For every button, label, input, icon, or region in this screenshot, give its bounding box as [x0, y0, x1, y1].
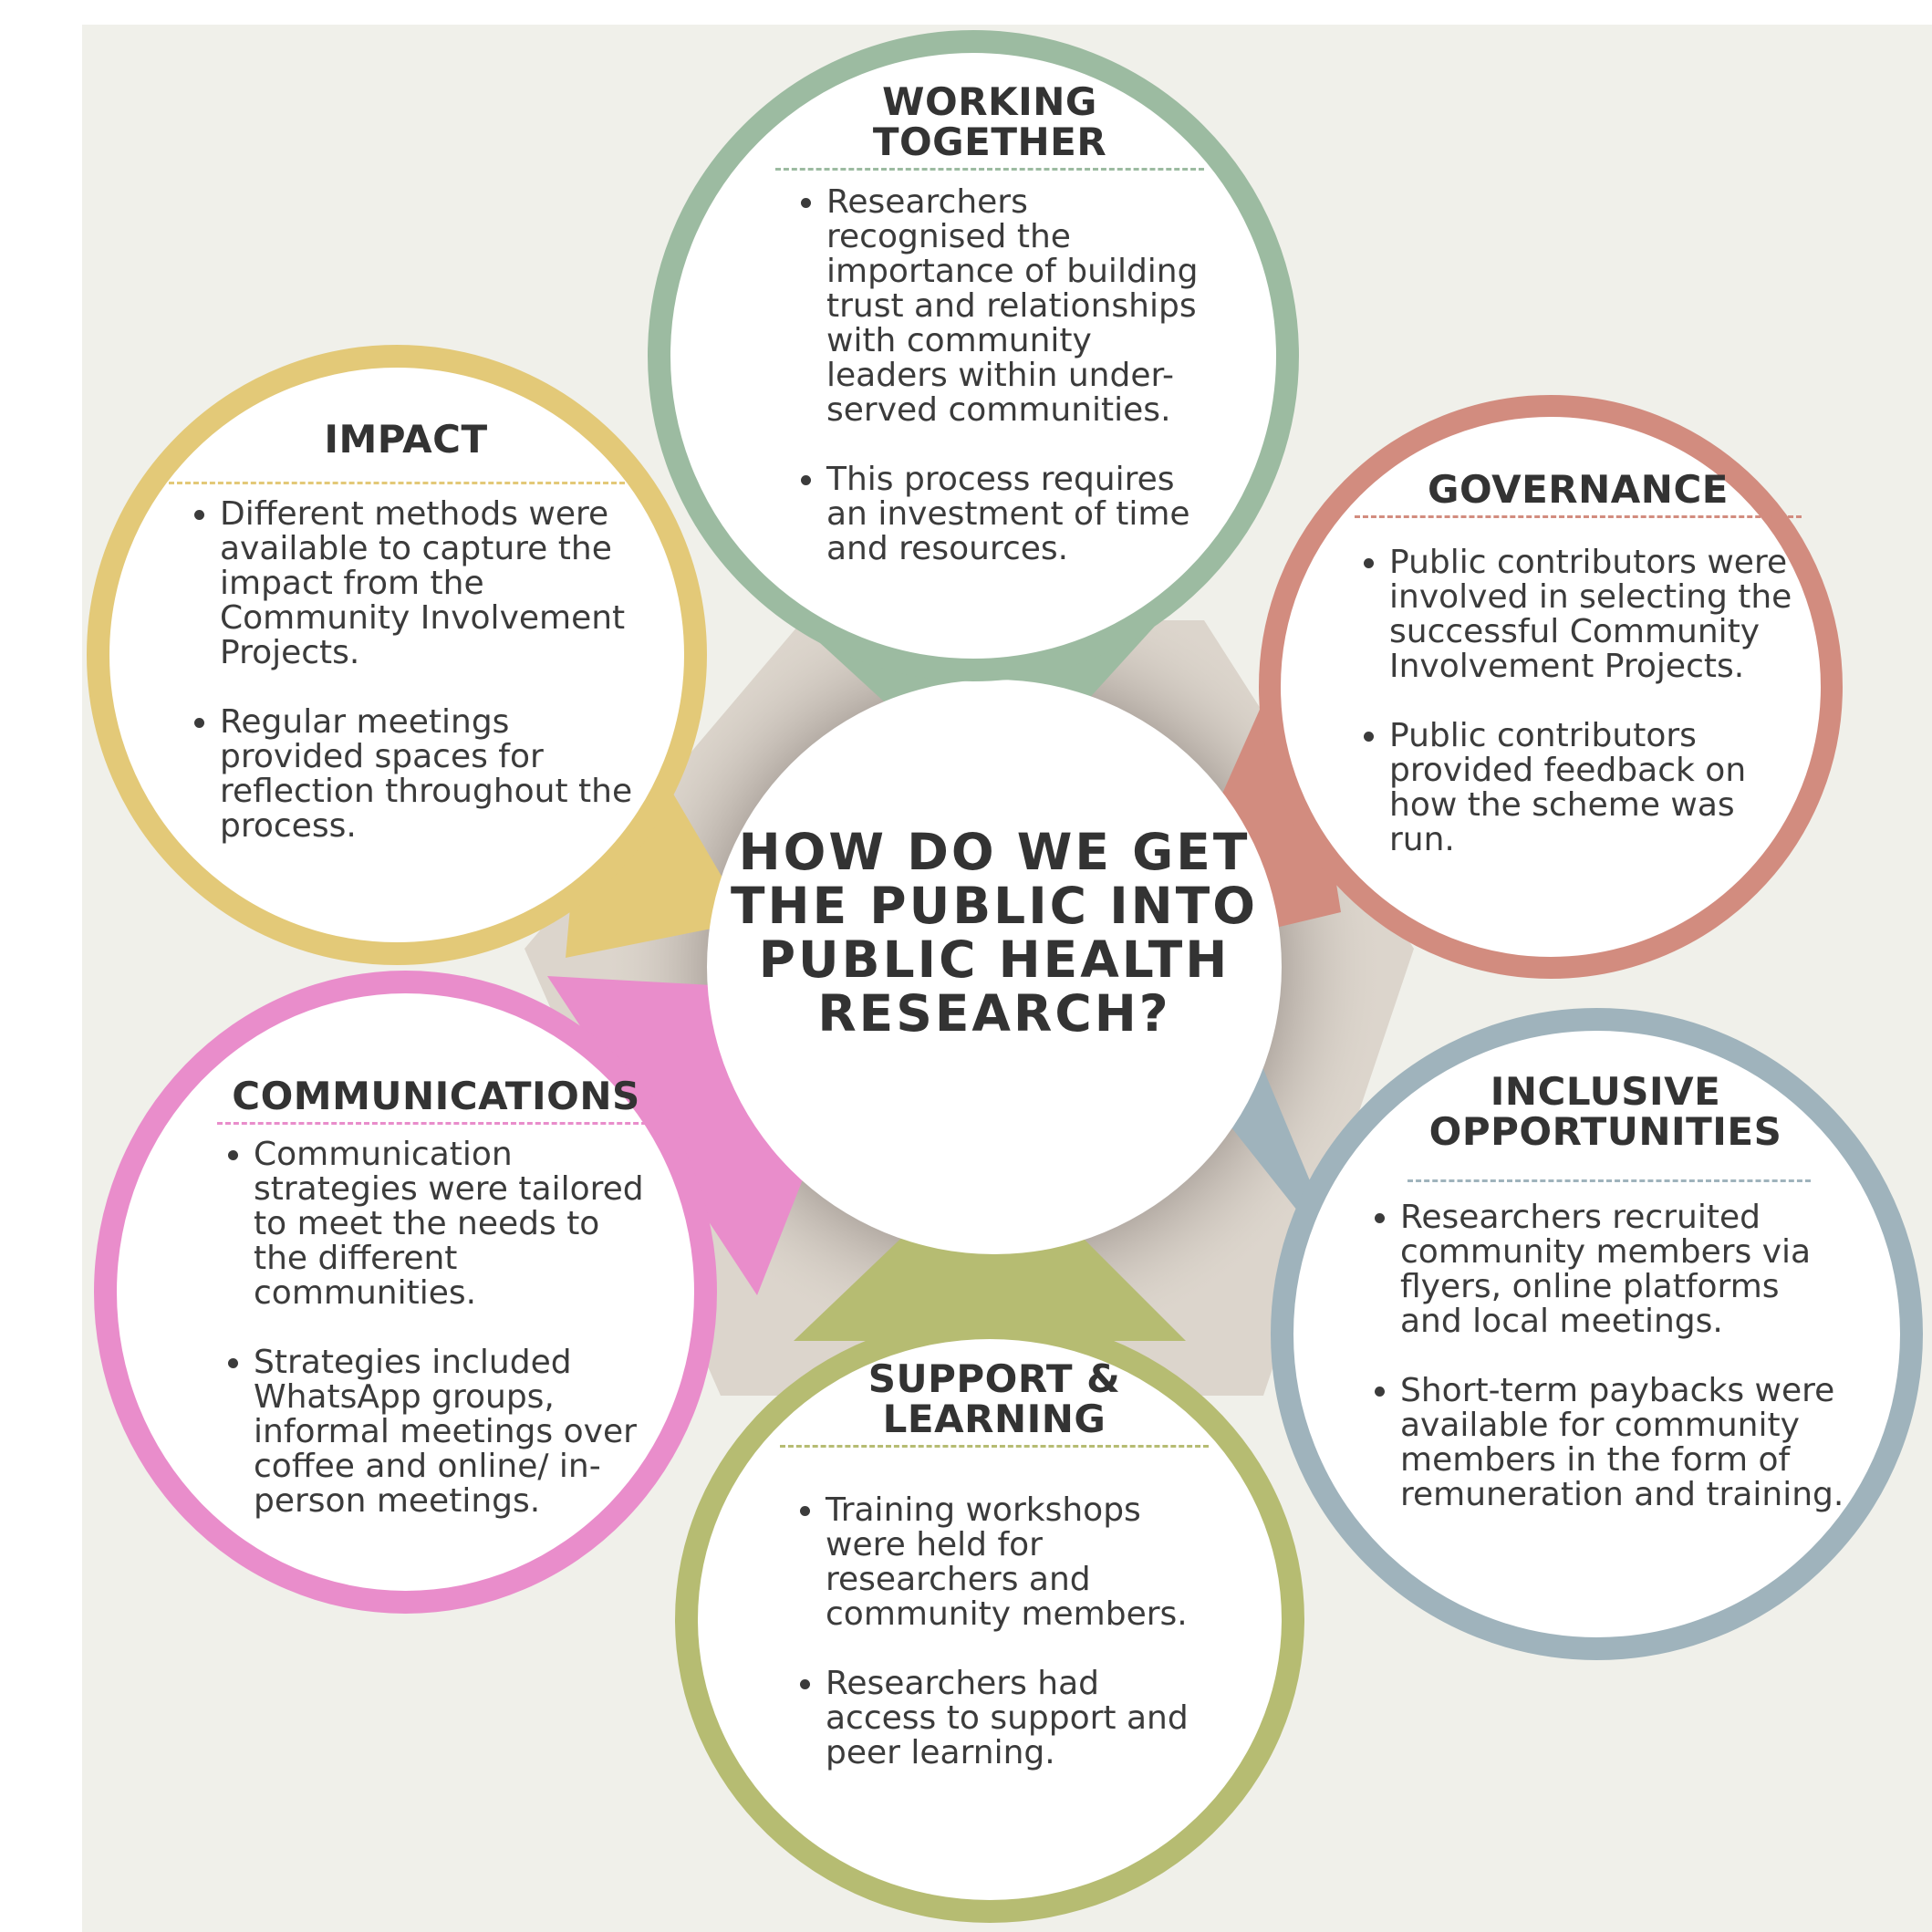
communications-point: Strategies included WhatsApp groups, inf…	[254, 1345, 655, 1519]
governance-divider	[1355, 515, 1802, 518]
impact-point: Regular meetings provided spaces for ref…	[220, 705, 643, 844]
support-learning-points: Training workshops were held for researc…	[780, 1493, 1209, 1771]
impact-title: IMPACT	[324, 417, 488, 462]
support-learning-title: SUPPORT & LEARNING	[867, 1356, 1121, 1441]
inclusive-opportunities-point: Short-term paybacks were available for c…	[1400, 1374, 1847, 1512]
communications-divider	[217, 1122, 655, 1125]
support-learning-section: SUPPORT & LEARNING Training workshops we…	[780, 1359, 1209, 1771]
communications-title: COMMUNICATIONS	[232, 1074, 640, 1118]
inclusive-opportunities-divider	[1407, 1179, 1811, 1182]
communications-points: Communication strategies were tailored t…	[217, 1137, 655, 1519]
support-learning-point: Researchers had access to support and pe…	[826, 1667, 1209, 1771]
support-learning-point: Training workshops were held for researc…	[826, 1493, 1209, 1632]
governance-point: Public contributors were involved in sel…	[1389, 545, 1802, 684]
communications-point: Communication strategies were tailored t…	[254, 1137, 655, 1311]
inclusive-opportunities-section: INCLUSIVE OPPORTUNITIES Researchers recr…	[1364, 1072, 1847, 1512]
inclusive-opportunities-title: INCLUSIVE OPPORTUNITIES	[1428, 1069, 1782, 1154]
working-together-divider	[775, 168, 1204, 171]
working-together-point: This process requires an investment of t…	[826, 462, 1204, 566]
central-question: HOW DO WE GET THE PUBLIC INTO PUBLIC HEA…	[731, 823, 1258, 1043]
governance-points: Public contributors were involved in sel…	[1355, 545, 1802, 857]
governance-point: Public contributors provided feedback on…	[1389, 719, 1802, 857]
governance-title: GOVERNANCE	[1428, 467, 1729, 512]
communications-section: COMMUNICATIONS Communication strategies …	[217, 1076, 655, 1519]
inclusive-opportunities-point: Researchers recruited community members …	[1400, 1200, 1847, 1339]
inclusive-opportunities-points: Researchers recruited community members …	[1364, 1200, 1847, 1512]
working-together-points: Researchers recognised the importance of…	[775, 185, 1204, 566]
governance-section: GOVERNANCE Public contributors were invo…	[1355, 470, 1802, 857]
impact-points: Different methods were available to capt…	[169, 497, 643, 844]
support-learning-divider	[780, 1445, 1209, 1448]
working-together-section: WORKING TOGETHER Researchers recognised …	[775, 82, 1204, 566]
impact-divider	[169, 482, 625, 484]
impact-point: Different methods were available to capt…	[220, 497, 643, 670]
working-together-point: Researchers recognised the importance of…	[826, 185, 1204, 428]
impact-section: IMPACT Different methods were available …	[169, 420, 643, 844]
working-together-title: WORKING TOGETHER	[872, 79, 1107, 164]
center-circle	[707, 680, 1282, 1254]
